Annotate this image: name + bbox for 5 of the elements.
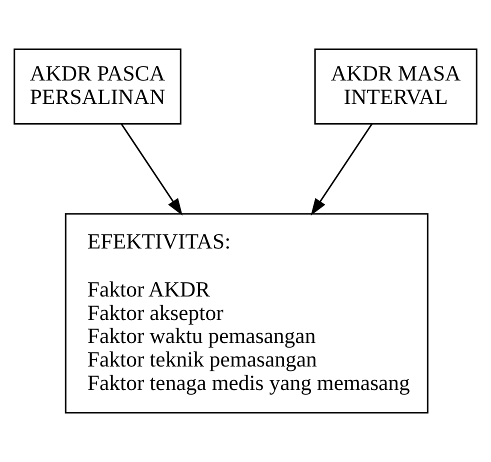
node-box: AKDR PASCA PERSALINAN [14,48,182,125]
node-box: AKDR MASA INTERVAL [314,48,478,125]
arrow [120,124,183,216]
arrow [310,124,373,216]
node-box: EFEKTIVITAS: Faktor AKDR Faktor akseptor Faktor waktu pemasangan Faktor teknik pemasangan Faktor tenaga medis yang memasang [64,213,428,414]
